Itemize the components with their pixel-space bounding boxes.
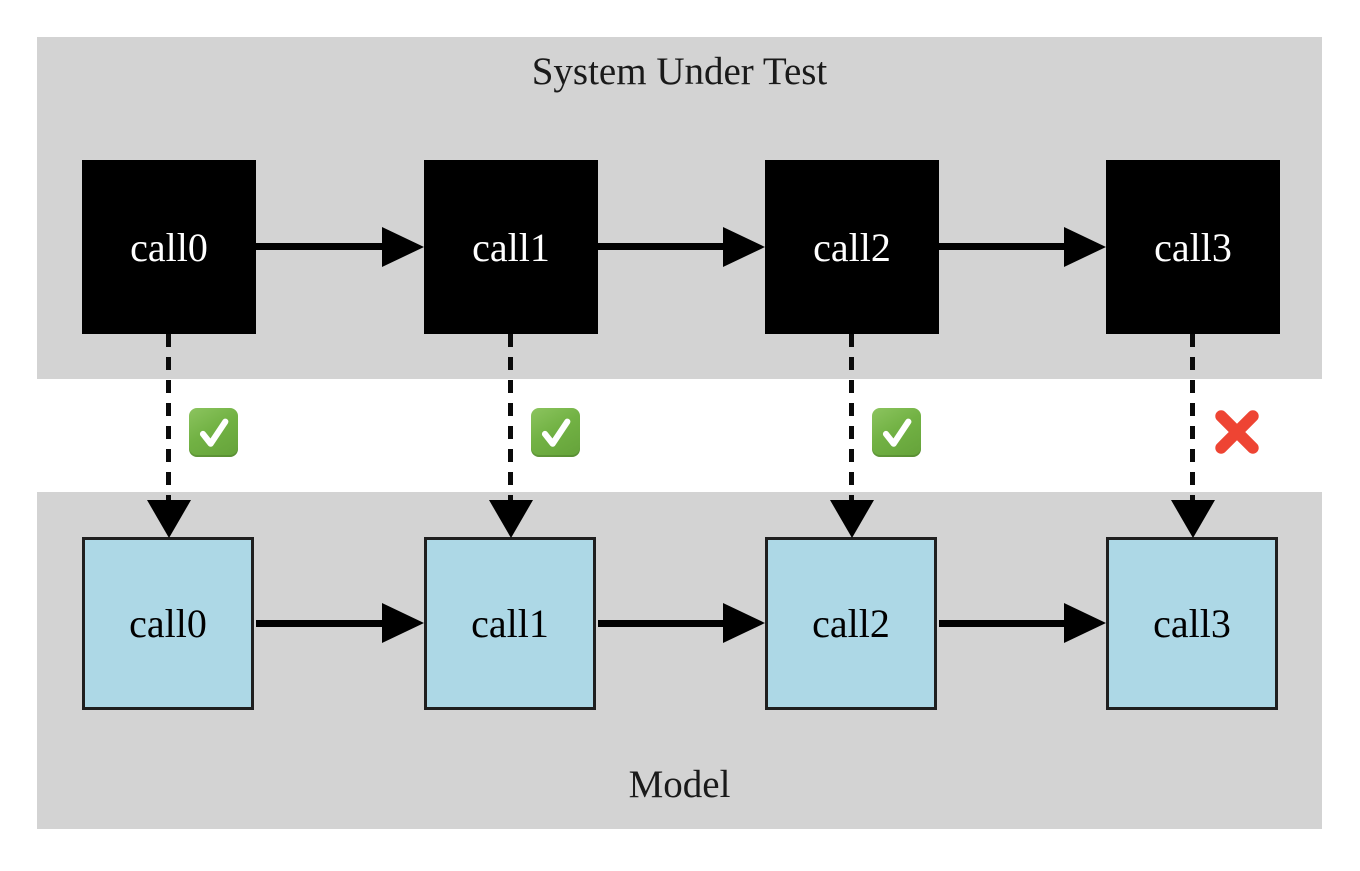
sut-node-label: call3 (1154, 224, 1232, 270)
model-sequence-arrowhead-icon (382, 603, 424, 643)
sut-sequence-arrowhead-icon (723, 227, 765, 267)
model-sequence-arrowhead-icon (723, 603, 765, 643)
model-region-title: Model (628, 763, 731, 807)
model-sequence-arrowhead-icon (1064, 603, 1106, 643)
check-mark-icon-call0 (189, 408, 238, 457)
sut-sequence-arrowhead-icon (1064, 227, 1106, 267)
sut-node-label: call2 (813, 224, 891, 270)
sut-region-title: System Under Test (531, 50, 828, 93)
sut-sequence-arrow-line (256, 243, 390, 250)
model-sequence-arrow-line (939, 620, 1073, 627)
sut-node-label: call0 (130, 224, 208, 270)
comparison-dashed-arrow-line-call0 (166, 334, 171, 504)
sut-sequence-arrow-line (939, 243, 1073, 250)
comparison-arrowhead-icon-call2 (830, 500, 874, 538)
model-node-call3: call3 (1106, 537, 1278, 710)
comparison-arrowhead-icon-call1 (489, 500, 533, 538)
model-node-label: call0 (129, 601, 207, 646)
model-sequence-arrow-line (598, 620, 732, 627)
comparison-dashed-arrow-line-call2 (849, 334, 854, 504)
sut-node-call1: call1 (424, 160, 598, 334)
model-node-call1: call1 (424, 537, 596, 710)
model-node-label: call1 (471, 601, 549, 646)
sut-sequence-arrow-line (598, 243, 732, 250)
model-node-call2: call2 (765, 537, 937, 710)
sut-node-label: call1 (472, 224, 550, 270)
comparison-dashed-arrow-line-call1 (508, 334, 513, 504)
check-mark-icon-call1 (531, 408, 580, 457)
model-node-label: call2 (812, 601, 890, 646)
model-node-call0: call0 (82, 537, 254, 710)
check-mark-icon-call2 (872, 408, 921, 457)
comparison-arrowhead-icon-call0 (147, 500, 191, 538)
cross-mark-icon-call3 (1209, 404, 1265, 460)
comparison-arrowhead-icon-call3 (1171, 500, 1215, 538)
comparison-dashed-arrow-line-call3 (1190, 334, 1195, 504)
sut-sequence-arrowhead-icon (382, 227, 424, 267)
model-sequence-arrow-line (256, 620, 390, 627)
model-node-label: call3 (1153, 601, 1231, 646)
sut-node-call3: call3 (1106, 160, 1280, 334)
sut-node-call2: call2 (765, 160, 939, 334)
sut-node-call0: call0 (82, 160, 256, 334)
